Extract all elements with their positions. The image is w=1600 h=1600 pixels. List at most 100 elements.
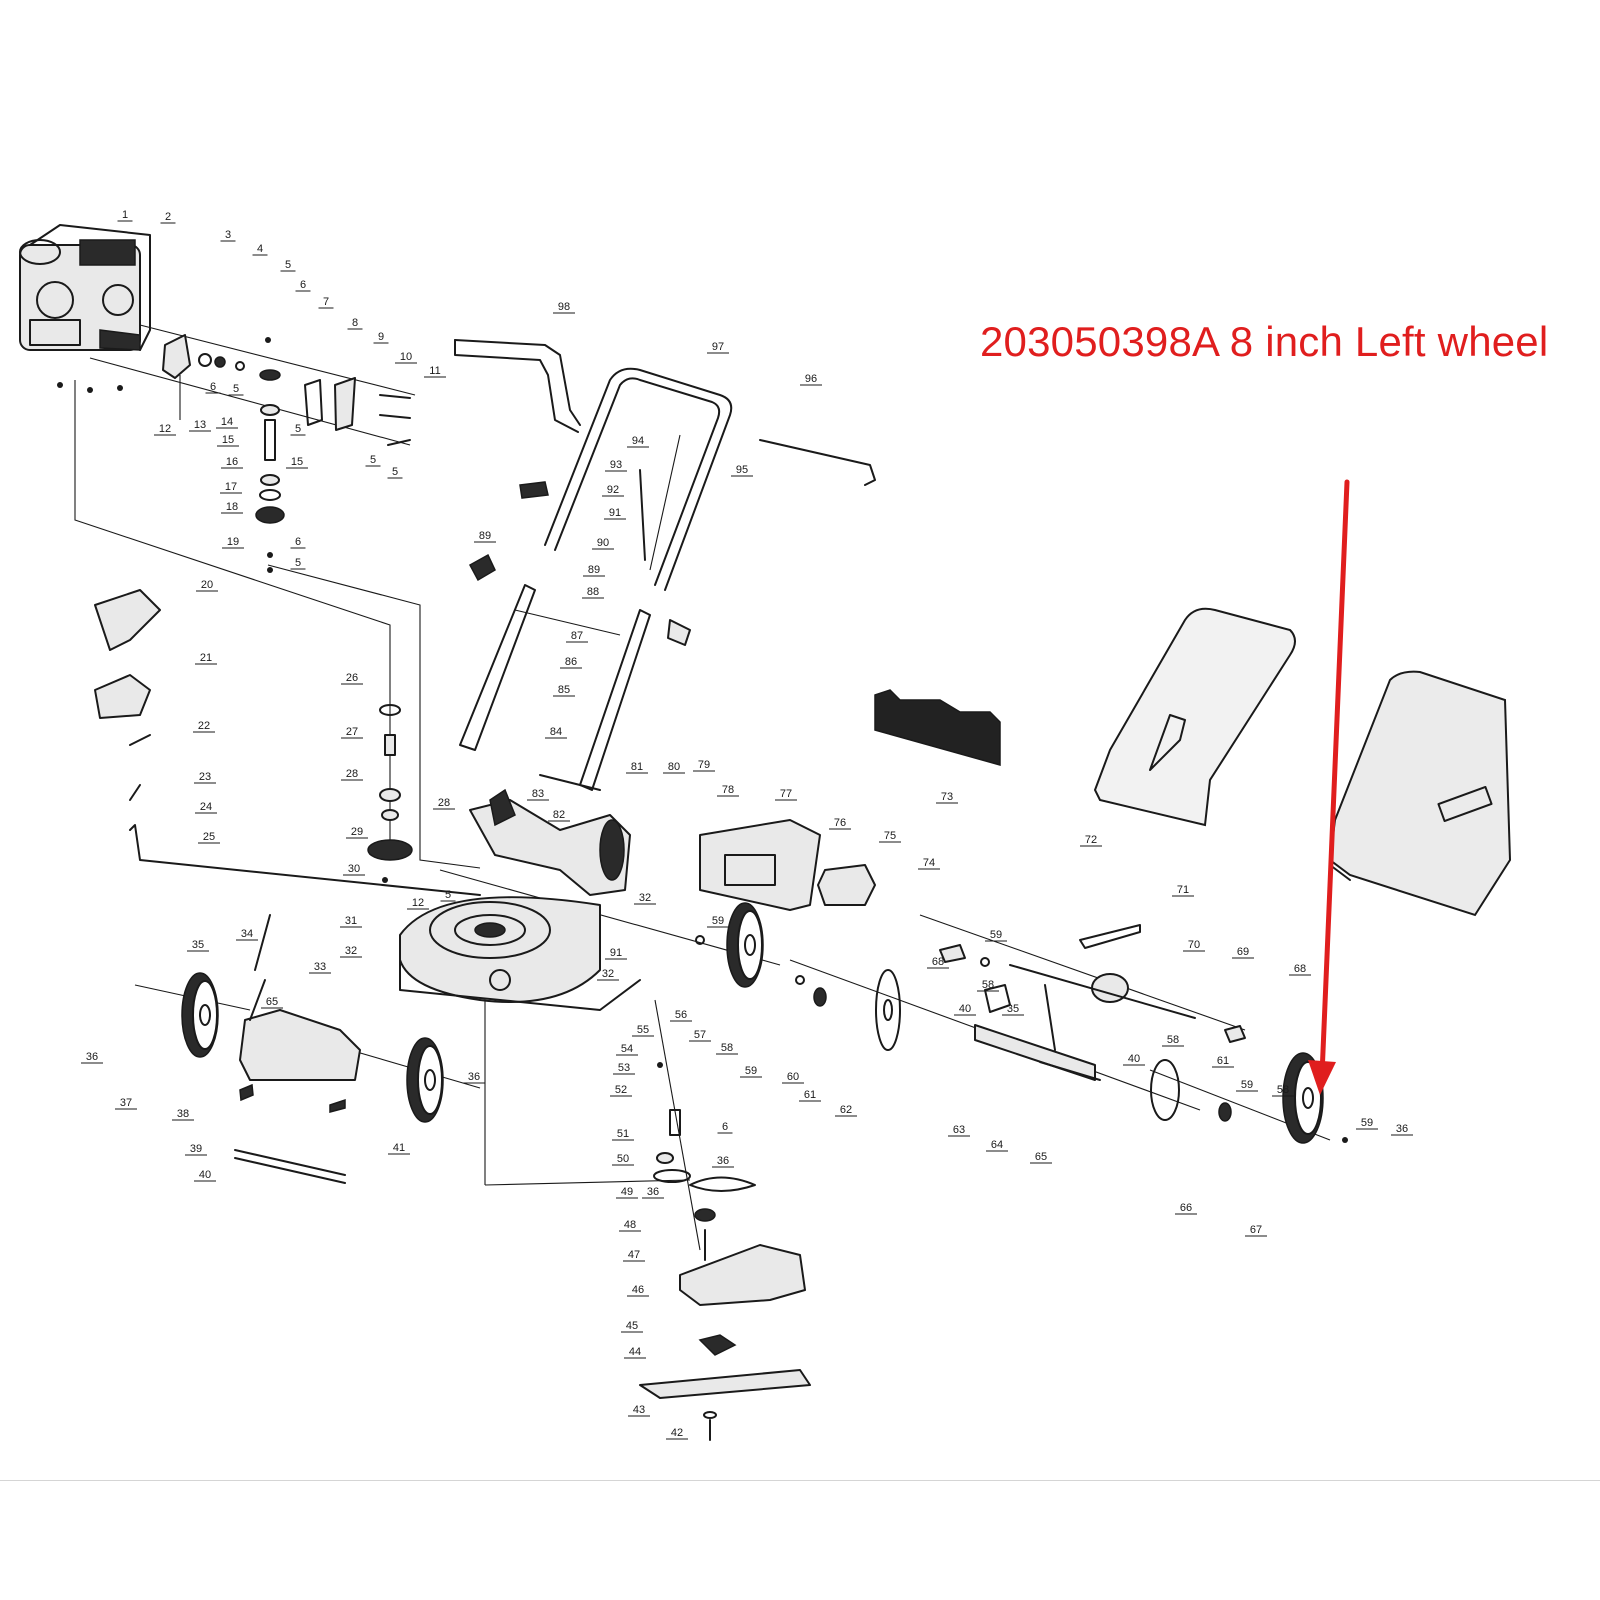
- part-label: 38: [177, 1108, 189, 1120]
- part-label: 46: [632, 1284, 644, 1296]
- part-label: 63: [953, 1124, 965, 1136]
- part-label: 82: [553, 809, 565, 821]
- part-label: 27: [346, 726, 358, 738]
- part-label: 42: [671, 1427, 683, 1439]
- part-label: 61: [804, 1089, 816, 1101]
- part-label: 59: [712, 915, 724, 927]
- part-label: 25: [203, 831, 215, 843]
- wheel-67-illustration: [1282, 1052, 1324, 1144]
- part-label: 5: [295, 423, 301, 435]
- part-label: 28: [438, 797, 450, 809]
- part-label: 7: [323, 296, 329, 308]
- drive-gears: [695, 935, 1348, 1143]
- part-label: 96: [805, 373, 817, 385]
- part-label: 12: [412, 897, 424, 909]
- part-label: 12: [159, 423, 171, 435]
- part-label: 40: [199, 1169, 211, 1181]
- blade-assembly: [639, 1062, 811, 1441]
- wheel-57-illustration: [726, 902, 764, 988]
- part-label: 8: [352, 317, 358, 329]
- part-label: 58: [1277, 1084, 1289, 1096]
- part-label: 26: [346, 672, 358, 684]
- part-label: 6: [295, 536, 301, 548]
- part-label: 47: [628, 1249, 640, 1261]
- part-label: 54: [621, 1043, 633, 1055]
- part-label: 19: [227, 536, 239, 548]
- part-label: 65: [266, 996, 278, 1008]
- part-label: 75: [884, 830, 896, 842]
- part-label: 60: [787, 1071, 799, 1083]
- part-label: 41: [393, 1142, 405, 1154]
- part-label: 29: [351, 826, 363, 838]
- part-label: 88: [587, 586, 599, 598]
- rear-flap: [234, 914, 361, 1184]
- part-label: 32: [602, 968, 614, 980]
- part-label: 85: [558, 684, 570, 696]
- part-label: 21: [200, 652, 212, 664]
- part-label: 80: [668, 761, 680, 773]
- part-label: 92: [607, 484, 619, 496]
- cover-77: [699, 819, 821, 911]
- part-label: 77: [780, 788, 792, 800]
- flap-73: [874, 689, 1001, 766]
- part-label: 33: [314, 961, 326, 973]
- part-label: 61: [1217, 1055, 1229, 1067]
- part-label: 24: [200, 801, 212, 813]
- part-label: 28: [346, 768, 358, 780]
- part-label: 72: [1085, 834, 1097, 846]
- part-label: 35: [192, 939, 204, 951]
- part-label: 36: [86, 1051, 98, 1063]
- part-label: 2: [165, 211, 171, 223]
- part-label: 93: [610, 459, 622, 471]
- part-label: 94: [632, 435, 644, 447]
- part-label: 16: [226, 456, 238, 468]
- part-label: 62: [840, 1104, 852, 1116]
- part-label: 58: [1167, 1034, 1179, 1046]
- part-label: 91: [610, 947, 622, 959]
- part-label: 87: [571, 630, 583, 642]
- part-label: 5: [392, 466, 398, 478]
- part-label: 79: [698, 759, 710, 771]
- part-label: 32: [639, 892, 651, 904]
- part-label: 59: [990, 929, 1002, 941]
- part-label: 6: [300, 279, 306, 291]
- part-label: 30: [348, 863, 360, 875]
- pulley-stack: [367, 704, 413, 883]
- part-label: 34: [241, 928, 253, 940]
- part-label: 45: [626, 1320, 638, 1332]
- part-label: 97: [712, 341, 724, 353]
- part-label: 18: [226, 501, 238, 513]
- clip-75: [817, 864, 876, 906]
- part-label: 66: [1180, 1202, 1192, 1214]
- part-label: 48: [624, 1219, 636, 1231]
- part-label: 35: [1007, 1003, 1019, 1015]
- part-label: 91: [609, 507, 621, 519]
- part-label: 83: [532, 788, 544, 800]
- part-label: 51: [617, 1128, 629, 1140]
- part-label: 3: [225, 229, 231, 241]
- side-shields: [94, 589, 481, 896]
- grass-bag: [1328, 670, 1512, 917]
- part-label: 73: [941, 791, 953, 803]
- part-label: 71: [1177, 884, 1189, 896]
- wheel-41-illustration: [406, 1037, 444, 1123]
- part-label: 13: [194, 419, 206, 431]
- part-label: 36: [1396, 1123, 1408, 1135]
- part-label: 59: [1361, 1117, 1373, 1129]
- part-label: 52: [615, 1084, 627, 1096]
- part-label: 50: [617, 1153, 629, 1165]
- part-label: 22: [198, 720, 210, 732]
- part-label: 89: [479, 530, 491, 542]
- part-label: 69: [1237, 946, 1249, 958]
- part-label: 67: [1250, 1224, 1262, 1236]
- part-label: 64: [991, 1139, 1003, 1151]
- part-label: 17: [225, 481, 237, 493]
- part-label: 20: [201, 579, 213, 591]
- part-label: 43: [633, 1404, 645, 1416]
- part-label: 49: [621, 1186, 633, 1198]
- part-label: 15: [222, 434, 234, 446]
- part-label: 58: [721, 1042, 733, 1054]
- part-label: 74: [923, 857, 935, 869]
